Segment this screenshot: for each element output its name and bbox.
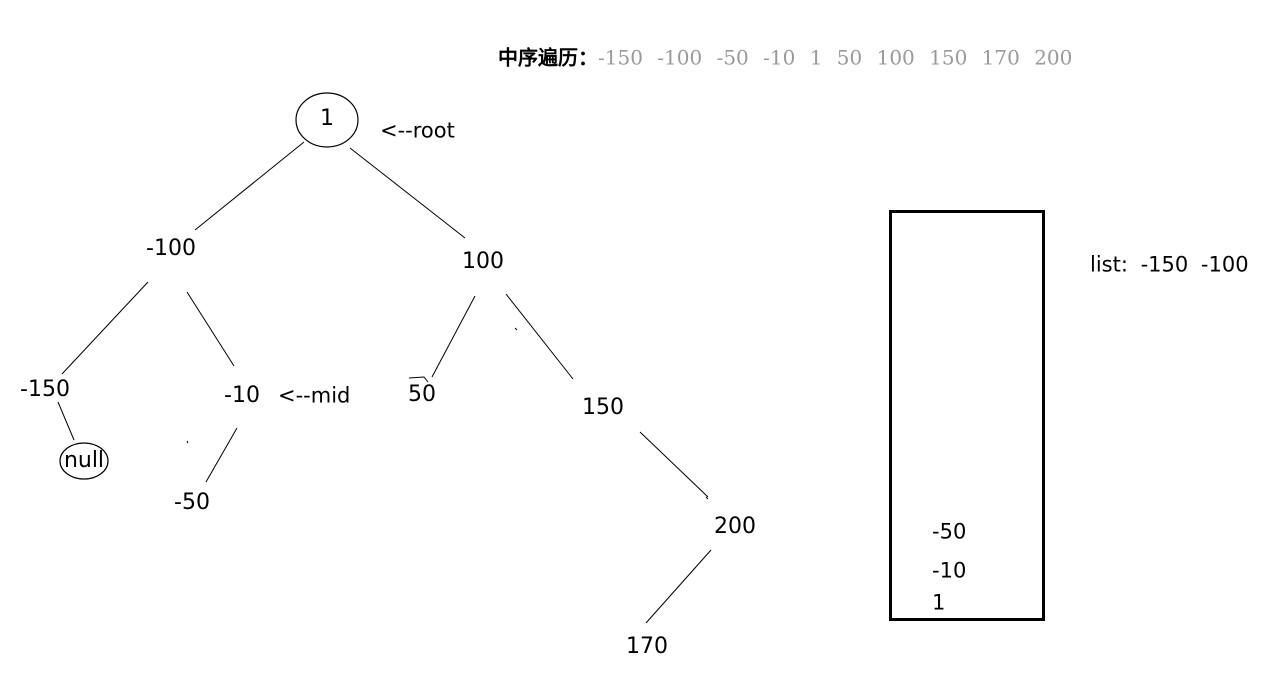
node-right: 100	[462, 249, 504, 274]
node-170: 170	[626, 634, 668, 659]
edge-left-leftright	[186, 291, 235, 367]
stack-item: -50	[932, 519, 967, 544]
edge-leftleft-null	[57, 401, 75, 441]
stack-item: -10	[932, 558, 967, 583]
edge-left-leftleft	[61, 281, 149, 375]
node-left: -100	[146, 236, 196, 261]
node-left-right: -10	[224, 383, 260, 408]
edge-200-170	[645, 549, 712, 624]
edge-root-left	[194, 141, 305, 231]
node-left-left: -150	[20, 377, 70, 402]
mid-pointer-label: <--mid	[278, 383, 351, 408]
node-right-left: 50	[408, 382, 436, 407]
node-200: 200	[714, 514, 756, 539]
list-output: list: -150 -100	[1090, 252, 1249, 277]
pencil-mark	[408, 376, 429, 383]
edge-rightright-200	[639, 431, 709, 498]
stray-dot	[705, 496, 709, 500]
root-node-circle	[295, 92, 359, 148]
edge-root-right	[349, 147, 466, 239]
edge-right-rightright	[505, 293, 574, 380]
null-node-circle	[59, 442, 109, 480]
edge-right-rightleft	[431, 295, 476, 378]
stray-dot	[186, 440, 189, 444]
node-null: null	[63, 448, 105, 473]
root-pointer-label: <--root	[380, 118, 455, 143]
inorder-label: 中序遍历：	[498, 45, 598, 70]
stack-item: 1	[932, 590, 946, 615]
node-left-right-child: -50	[174, 490, 210, 515]
node-root: 1	[320, 106, 334, 131]
node-right-right: 150	[582, 395, 624, 420]
stray-dot	[514, 327, 518, 331]
inorder-sequence: -150 -100 -50 -10 1 50 100 150 170 200	[598, 45, 1073, 70]
edge-leftright-child	[205, 427, 238, 483]
stack-container	[889, 210, 1045, 621]
inorder-traversal-line: 中序遍历：-150 -100 -50 -10 1 50 100 150 170 …	[498, 48, 1072, 69]
